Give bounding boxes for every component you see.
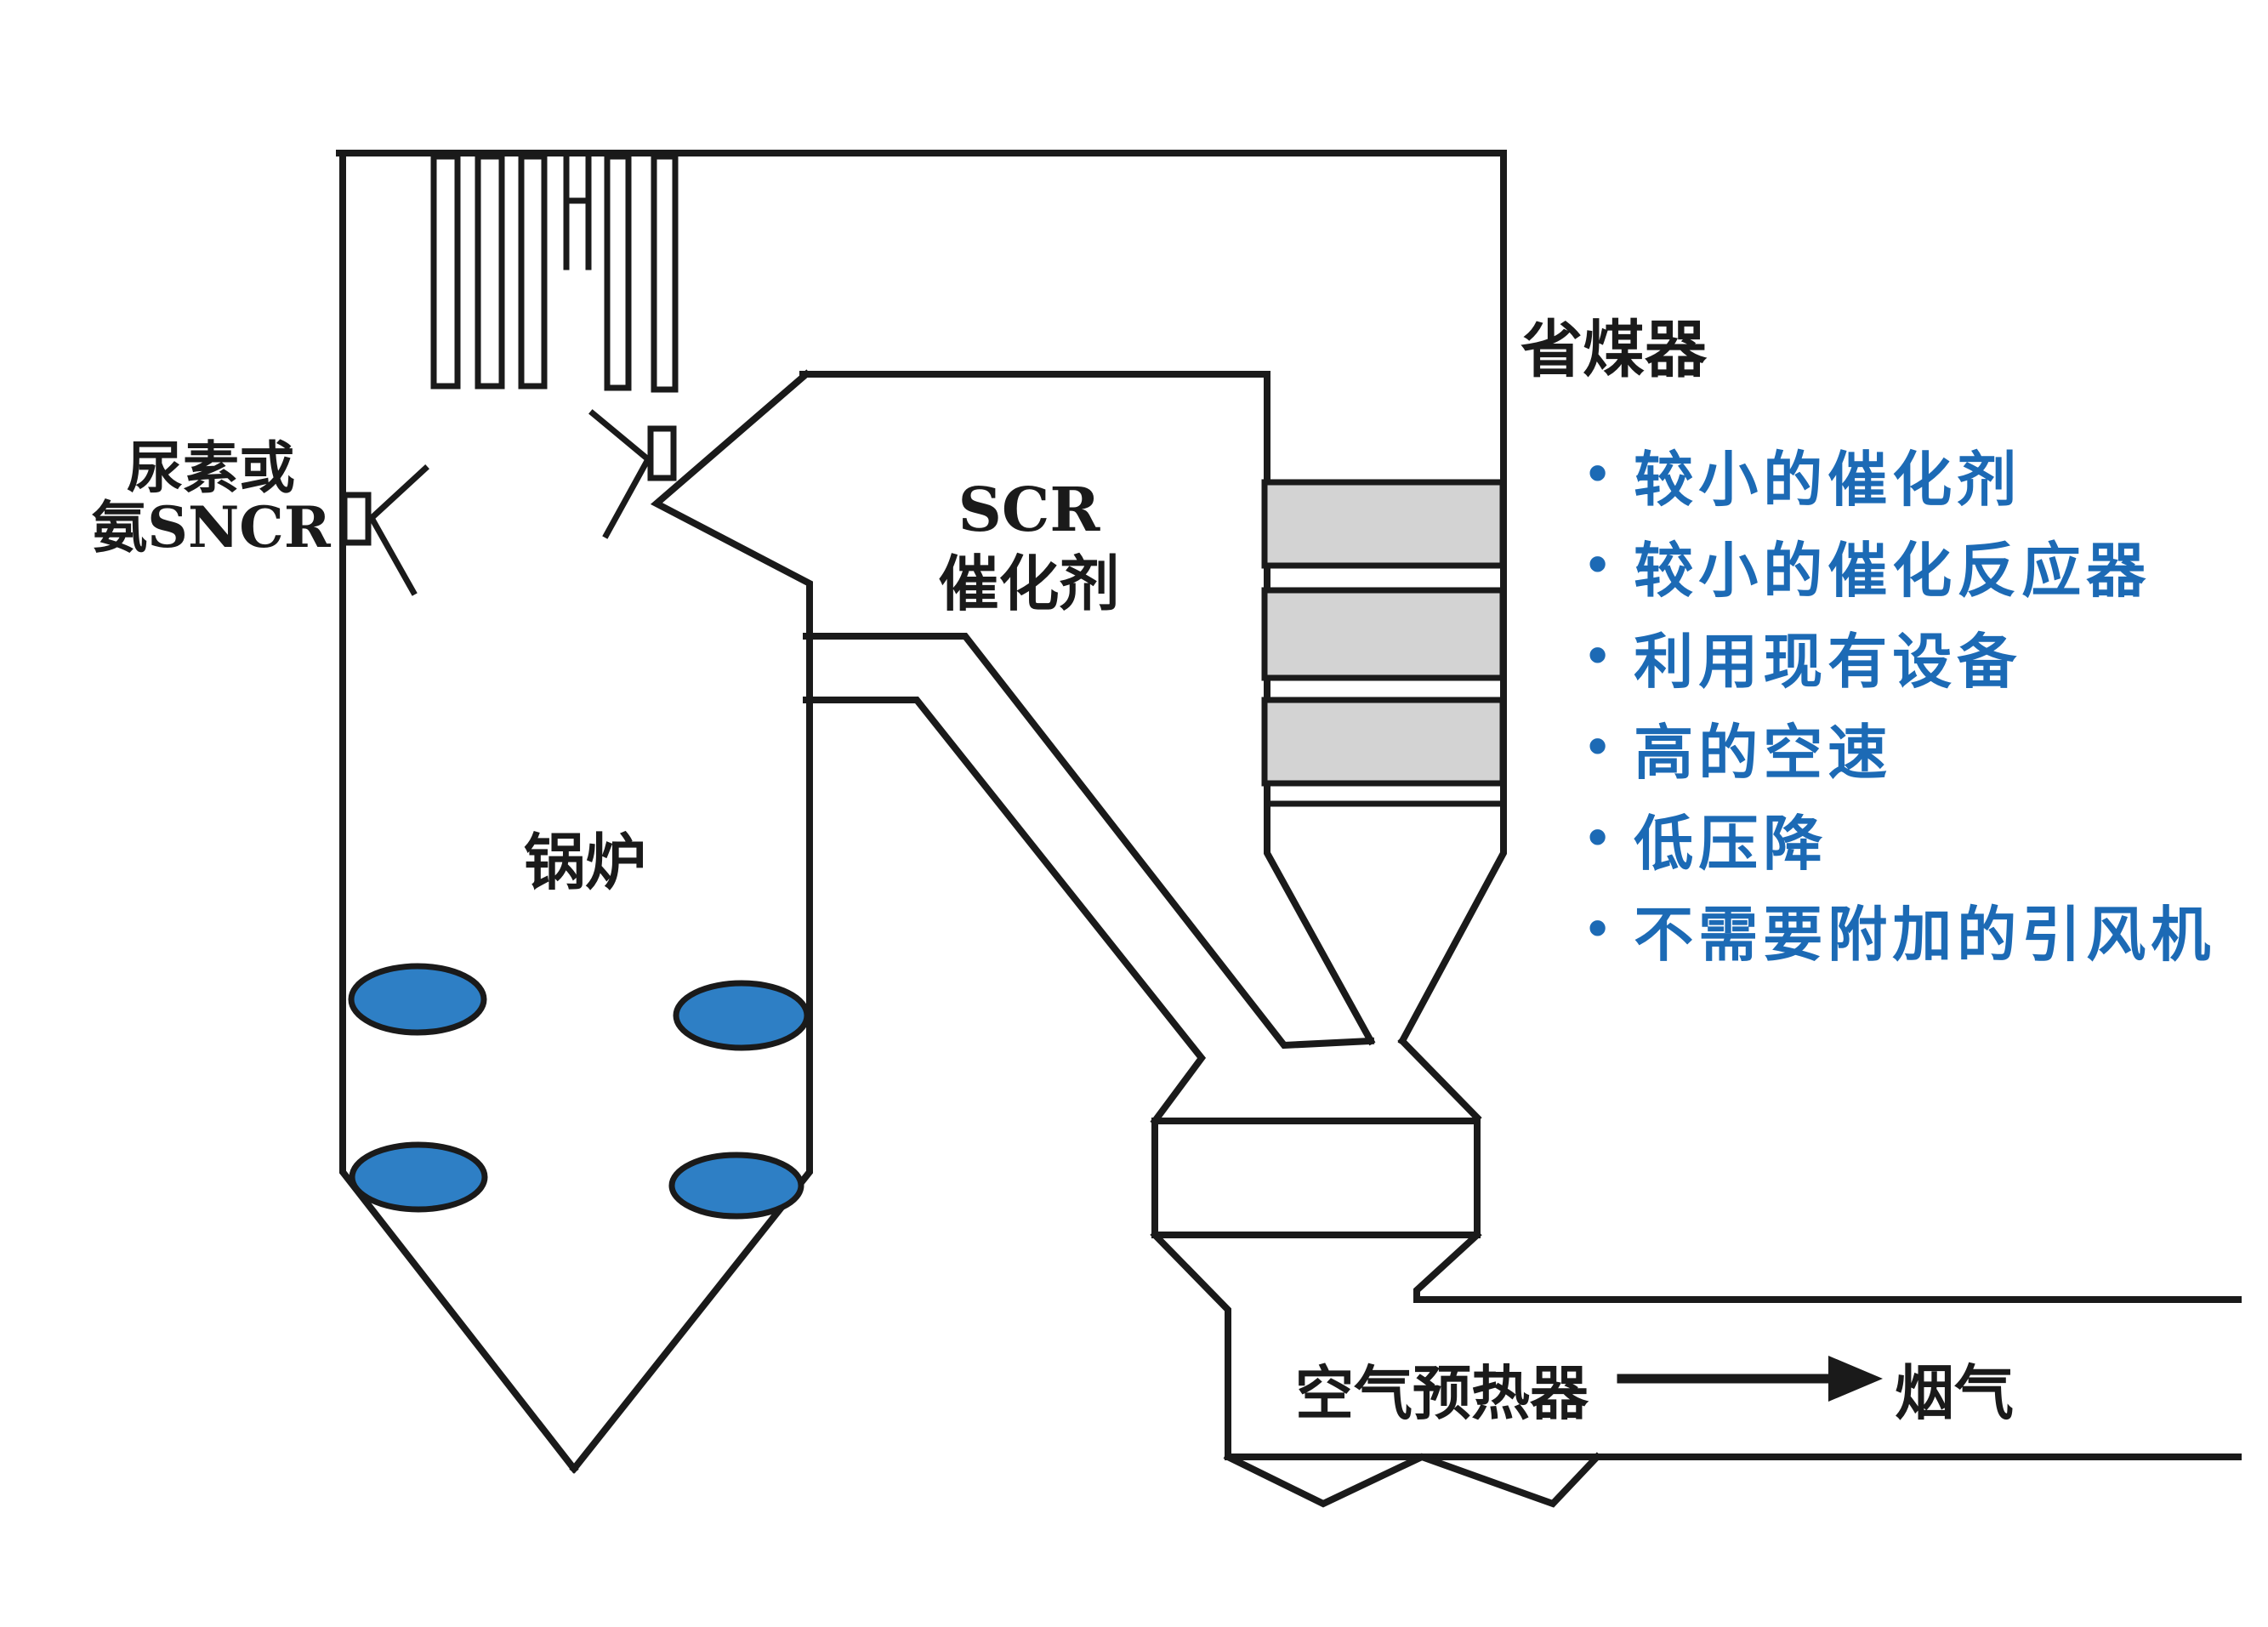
preheater-hopper-zigzag [1223, 1452, 1602, 1508]
benefit-item: • 高的空速 [1583, 703, 2264, 794]
burner-ellipse [673, 980, 810, 1051]
benefit-item: • 利用现有设备 [1583, 612, 2264, 703]
spray-line [588, 409, 652, 464]
superheater-tube [475, 153, 505, 390]
burner-ellipse [348, 963, 487, 1036]
benefit-text: 低压降 [1634, 808, 1828, 879]
catalyst-layer-1 [1261, 479, 1506, 569]
bullet-icon: • [1583, 631, 1612, 683]
funnel-right-wall [1397, 1036, 1482, 1123]
catalyst-layer-2 [1261, 587, 1506, 681]
benefit-text: 高的空速 [1634, 717, 1893, 788]
sncr-injector-nose [647, 425, 677, 481]
sncr-label-line2: 氨SNCR [91, 493, 331, 560]
bullet-icon: • [1583, 722, 1612, 774]
bypass-duct-lower-wall [803, 697, 1207, 1126]
flow-arrow-icon [1617, 1356, 1883, 1402]
spray-line [602, 455, 652, 539]
sncr-injector-left [341, 492, 372, 546]
benefit-item: • 不需要附加的引风机 [1583, 885, 2264, 976]
mixing-box [1151, 1118, 1481, 1238]
benefit-item: • 低压降 [1583, 794, 2264, 885]
benefit-text: 不需要附加的引风机 [1634, 899, 2216, 970]
sncr-label-line1: 尿素或 [127, 435, 295, 501]
scr-catalyst-label: SCR 催化剂 [918, 473, 1140, 620]
superheater-tube [518, 153, 548, 390]
bullet-icon: • [1583, 540, 1612, 592]
catalyst-layer-3 [1261, 697, 1506, 787]
bullet-icon: • [1583, 813, 1612, 865]
benefit-text: 利用现有设备 [1634, 626, 2022, 697]
benefit-text: 较小的催化反应器 [1634, 535, 2151, 606]
scr-label-line1: SCR [958, 474, 1100, 545]
bullet-icon: • [1583, 449, 1612, 501]
air-preheater-label: 空气预热器 [1295, 1359, 1589, 1428]
boiler-label: 锅炉 [523, 826, 646, 898]
burner-ellipse [349, 1141, 488, 1213]
flue-gas-label: 烟气 [1895, 1357, 2014, 1428]
benefit-text: 较小的催化剂 [1634, 444, 2022, 515]
bypass-duct-upper-wall [803, 633, 1375, 1050]
boiler-right-wall [569, 369, 813, 1474]
sncr-label: 尿素或 氨SNCR [83, 435, 338, 560]
superheater-tube [651, 153, 679, 393]
preheater-inlet-left-wall [1150, 1230, 1231, 1460]
burner-ellipse [668, 1152, 804, 1220]
superheater-tube [430, 153, 461, 390]
economizer-label: 省煤器 [1521, 313, 1707, 386]
bullet-icon: • [1583, 904, 1612, 956]
benefit-item: • 较小的催化反应器 [1583, 521, 2264, 612]
spray-line [367, 514, 418, 596]
benefit-item: • 较小的催化剂 [1583, 430, 2264, 521]
benefits-list: • 较小的催化剂 • 较小的催化反应器 • 利用现有设备 • 高的空速 • 低压… [1583, 430, 2264, 976]
preheater-inlet-right-wall [1413, 1230, 2242, 1303]
scr-label-line2: 催化剂 [938, 547, 1120, 619]
spray-line [367, 464, 429, 522]
superheater-tube [604, 153, 632, 391]
